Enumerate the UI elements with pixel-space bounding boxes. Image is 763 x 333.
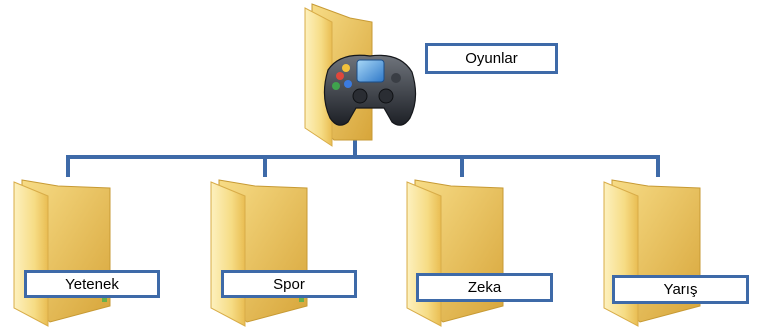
gamepad-icon bbox=[323, 54, 417, 126]
folder-icon-zeka[interactable] bbox=[406, 179, 504, 327]
child-label-yetenek[interactable]: Yetenek bbox=[24, 270, 160, 298]
game-folder-icon[interactable] bbox=[304, 3, 417, 147]
connector-lines bbox=[66, 138, 660, 177]
child-label-yaris[interactable]: Yarış bbox=[612, 275, 749, 304]
child-label-spor[interactable]: Spor bbox=[221, 270, 357, 298]
folder-icon-yaris[interactable] bbox=[603, 179, 701, 327]
folder-icon-yetenek[interactable] bbox=[13, 179, 111, 327]
folder-icon-spor[interactable] bbox=[210, 179, 308, 327]
root-label[interactable]: Oyunlar bbox=[425, 43, 558, 74]
child-label-zeka[interactable]: Zeka bbox=[416, 273, 553, 302]
